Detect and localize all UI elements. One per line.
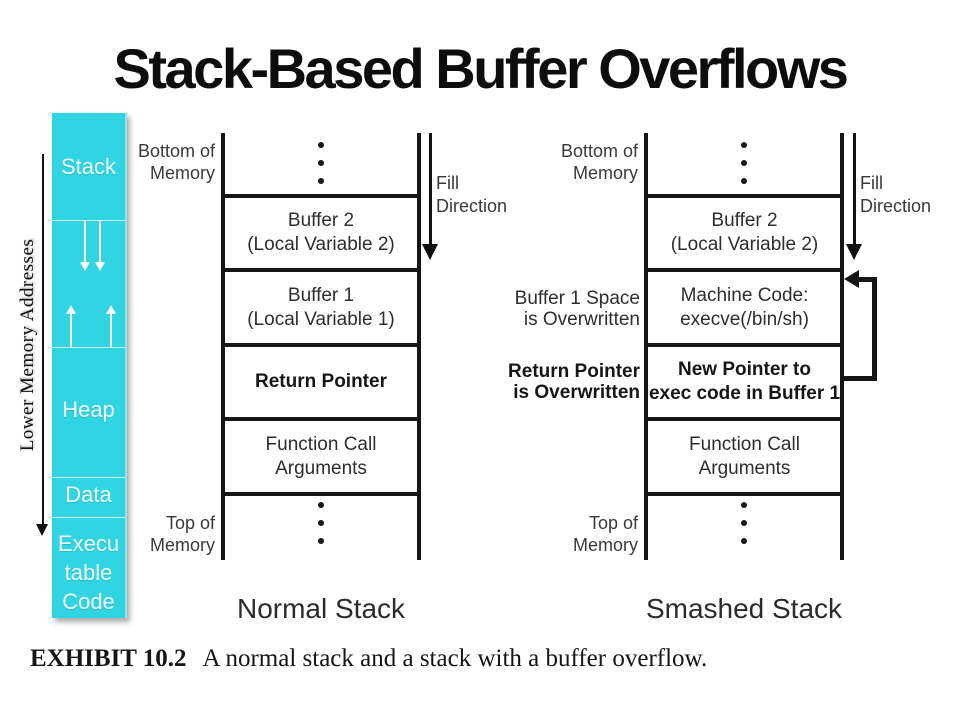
executable-label-line: table <box>64 560 113 585</box>
exhibit-label: EXHIBIT 10.2 <box>30 645 187 672</box>
stack-growth-down-arrow <box>80 220 90 271</box>
ellipsis-dots <box>741 142 747 184</box>
label-line: Fill <box>860 173 883 193</box>
normal-cell-function-args: Function Call Arguments <box>225 421 417 492</box>
lower-memory-addresses-label: Lower Memory Addresses <box>17 238 38 452</box>
lower-memory-arrowhead-icon <box>36 524 48 536</box>
normal-cell-buffer1: Buffer 1 (Local Variable 1) <box>225 272 417 343</box>
note-line: is Overwritten <box>523 309 640 330</box>
slide-title: Stack-Based Buffer Overflows <box>113 37 849 100</box>
note-line: is Overwritten <box>513 382 640 403</box>
lower-memory-arrow <box>42 154 44 526</box>
normal-stack-divider <box>221 194 421 198</box>
label-line: Direction <box>860 196 932 216</box>
exhibit-caption: EXHIBIT 10.2 A normal stack and a stack w… <box>30 645 707 673</box>
normal-fill-arrowhead-icon <box>422 244 438 260</box>
normal-fill-direction-arrow <box>429 133 432 246</box>
label-line: Top of <box>165 513 215 533</box>
cell-line: execve(/bin/sh) <box>680 308 809 330</box>
normal-bottom-of-memory-label: Bottom of Memory <box>85 140 215 184</box>
label-line: Bottom of <box>560 141 638 161</box>
smashed-stack-divider <box>644 194 844 198</box>
smashed-fill-direction-label: Fill Direction <box>860 172 931 218</box>
cell-line: Buffer 2 <box>287 210 355 231</box>
cell-line: Function Call <box>689 433 800 455</box>
redirect-arrowhead-icon <box>844 270 859 288</box>
return-pointer-overwritten-note: Return Pointer is Overwritten <box>460 361 640 403</box>
redirect-arrow-segment <box>844 376 877 381</box>
normal-fill-direction-label: Fill Direction <box>436 172 507 218</box>
executable-label-line: Code <box>62 589 115 614</box>
note-line: Buffer 1 Space <box>514 288 640 309</box>
cell-line: (Local Variable 2) <box>670 234 819 255</box>
smashed-stack-divider <box>644 343 844 347</box>
cell-line: New Pointer to <box>677 359 811 380</box>
normal-cell-return-pointer: Return Pointer <box>225 347 417 417</box>
normal-stack-caption: Normal Stack <box>236 593 406 624</box>
label-line: Memory <box>149 535 215 555</box>
memory-map-sidebar: Stack Heap Data Execu table Code <box>52 113 127 618</box>
cell-line: Buffer 1 <box>287 284 355 306</box>
ellipsis-dots <box>741 502 747 544</box>
cell-line: exec code in Buffer 1 <box>648 383 841 404</box>
label-line: Top of <box>588 513 638 533</box>
smashed-top-of-memory-label: Top of Memory <box>508 512 638 556</box>
memory-map-divider <box>52 477 125 478</box>
redirect-arrow-segment <box>857 277 877 282</box>
label-line: Memory <box>572 163 638 183</box>
heap-growth-up-arrow <box>66 305 76 348</box>
redirect-arrow-segment <box>872 277 877 381</box>
smashed-cell-machine-code: Machine Code: execve(/bin/sh) <box>648 272 841 343</box>
smashed-fill-direction-arrow <box>853 133 856 246</box>
normal-cell-buffer2: Buffer 2 (Local Variable 2) <box>225 198 417 268</box>
cell-line: Arguments <box>275 457 367 479</box>
smashed-stack-divider <box>644 492 844 496</box>
label-line: Bottom of <box>137 141 215 161</box>
heap-growth-up-arrow <box>106 305 116 348</box>
normal-stack-divider <box>221 268 421 272</box>
stack-growth-down-arrow <box>95 220 105 271</box>
normal-stack-divider <box>221 343 421 347</box>
label-line: Fill <box>436 173 459 193</box>
cell-line: (Local Variable 2) <box>247 234 395 255</box>
memory-map-data-label: Data <box>65 482 112 507</box>
buffer1-overwritten-note: Buffer 1 Space is Overwritten <box>460 288 640 330</box>
cell-line: Function Call <box>265 433 377 455</box>
normal-top-of-memory-label: Top of Memory <box>85 512 215 556</box>
cell-line: Arguments <box>698 457 791 479</box>
smashed-stack-divider <box>644 268 844 272</box>
normal-stack-divider <box>221 417 421 421</box>
smashed-stack-divider <box>644 417 844 421</box>
smashed-stack-caption: Smashed Stack <box>645 593 843 624</box>
note-line: Return Pointer <box>508 361 640 382</box>
label-line: Memory <box>572 535 638 555</box>
label-line: Direction <box>436 196 508 216</box>
cell-line: Machine Code: <box>680 284 809 306</box>
label-line: Memory <box>149 163 215 183</box>
cell-line: (Local Variable 1) <box>247 308 395 330</box>
memory-map-executable-label: Execu table Code <box>52 529 125 616</box>
ellipsis-dots <box>318 142 324 184</box>
ellipsis-dots <box>318 502 324 544</box>
exhibit-text: A normal stack and a stack with a buffer… <box>202 645 708 672</box>
smashed-fill-arrowhead-icon <box>846 244 862 260</box>
cell-line: Return Pointer <box>255 371 387 392</box>
executable-label-line: Execu <box>57 531 120 556</box>
memory-map-divider <box>52 347 125 348</box>
memory-map-heap-label: Heap <box>62 397 115 422</box>
smashed-cell-function-args: Function Call Arguments <box>648 421 841 492</box>
memory-map-divider <box>52 220 125 221</box>
cell-line: Buffer 2 <box>711 210 778 231</box>
smashed-bottom-of-memory-label: Bottom of Memory <box>508 140 638 184</box>
smashed-cell-new-pointer: New Pointer to exec code in Buffer 1 <box>648 347 841 417</box>
normal-stack-divider <box>221 492 421 496</box>
smashed-cell-buffer2: Buffer 2 (Local Variable 2) <box>648 198 841 268</box>
memory-map-divider <box>52 517 125 518</box>
memory-map-stack-label: Stack <box>60 154 117 179</box>
